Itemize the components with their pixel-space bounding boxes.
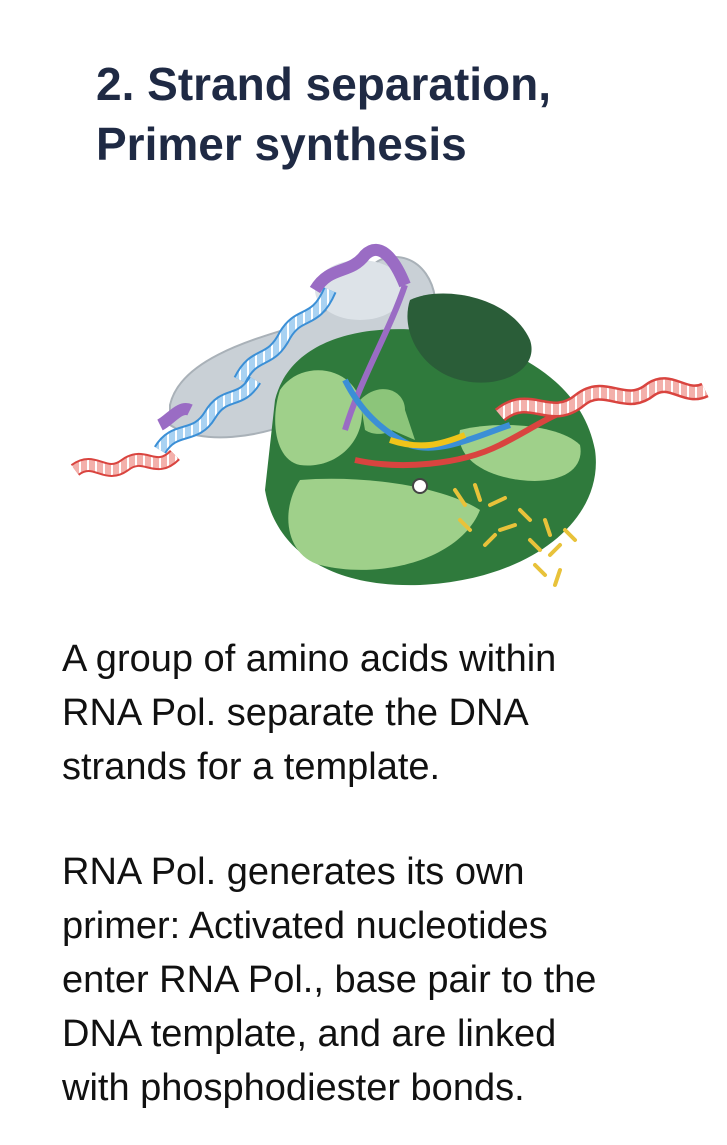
title-line-2: Primer synthesis [96,118,467,170]
slide-title: 2. Strand separation, Primer synthesis [96,54,696,174]
paragraph1-line-3: strands for a template. [62,746,441,788]
paragraph2-line-2: primer: Activated nucleotides [62,905,548,947]
paragraph2-line-4: DNA template, and are linked [62,1013,557,1055]
active-site-marker [412,478,428,494]
downstream-dna-helix [494,377,709,422]
rna-polymerase-illustration [60,230,710,600]
paragraph2-line-5: with phosphodiester bonds. [62,1067,525,1109]
paragraph-strand-separation: A group of amino acids within RNA Pol. s… [62,632,702,794]
paragraph1-line-1: A group of amino acids within [62,638,557,680]
rna-polymerase-svg [70,243,709,587]
title-line-1: 2. Strand separation, [96,58,552,110]
paragraph1-line-2: RNA Pol. separate the DNA [62,692,529,734]
incoming-nucleotides [453,483,577,587]
paragraph2-line-3: enter RNA Pol., base pair to the [62,959,597,1001]
polymerase-body [265,293,596,586]
upstream-dna-helix [70,243,411,477]
paragraph2-line-1: RNA Pol. generates its own [62,851,525,893]
paragraph-primer-synthesis: RNA Pol. generates its own primer: Activ… [62,845,702,1115]
